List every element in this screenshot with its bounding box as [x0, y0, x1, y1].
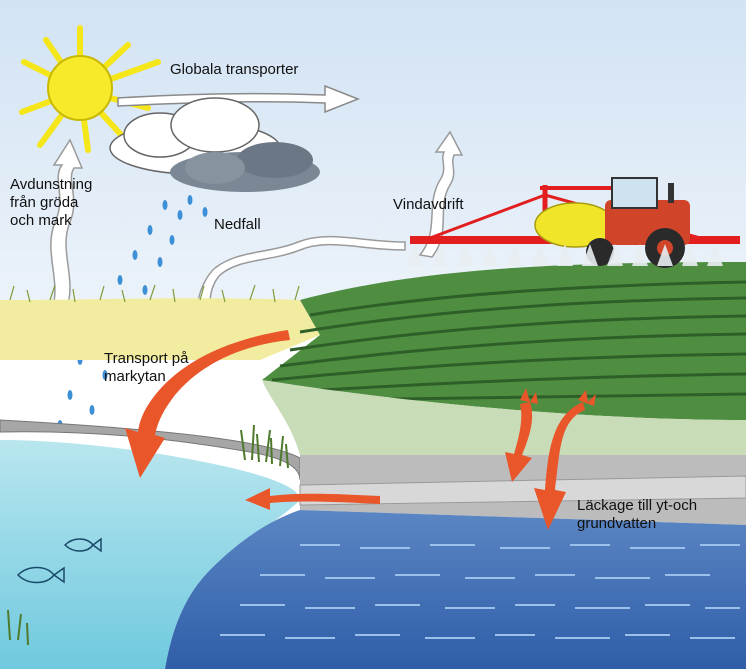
leaching-arrows — [505, 388, 596, 530]
grass-blades — [9, 284, 300, 303]
rain-cloud-icon — [170, 142, 320, 192]
deposition-label: Nedfall — [214, 216, 261, 233]
lateral-flow-arrow — [245, 488, 380, 510]
sun-icon — [19, 25, 161, 153]
evaporation-label: Avdunstning från gröda och mark — [10, 176, 93, 229]
groundwater — [165, 510, 746, 669]
wind-drift-label: Vindavdrift — [393, 196, 464, 213]
surface-runoff-label: Transport på markytan — [104, 350, 189, 385]
reeds — [7, 424, 289, 646]
wind-drift-arrow — [418, 130, 464, 258]
global-transport-label: Globala transporter — [170, 61, 299, 78]
spray-mist — [407, 244, 723, 266]
crop-rows — [271, 280, 746, 402]
field-edge — [262, 380, 746, 455]
global-transport-arrow — [117, 84, 361, 114]
leaching-label: Läckage till yt-och grundvatten — [577, 497, 698, 532]
fish-icon — [16, 537, 102, 584]
evaporation-arrow — [50, 138, 84, 311]
water-ripples — [220, 544, 740, 639]
lake — [0, 440, 300, 669]
soil-band — [299, 475, 746, 506]
runoff-arrow — [125, 330, 290, 478]
